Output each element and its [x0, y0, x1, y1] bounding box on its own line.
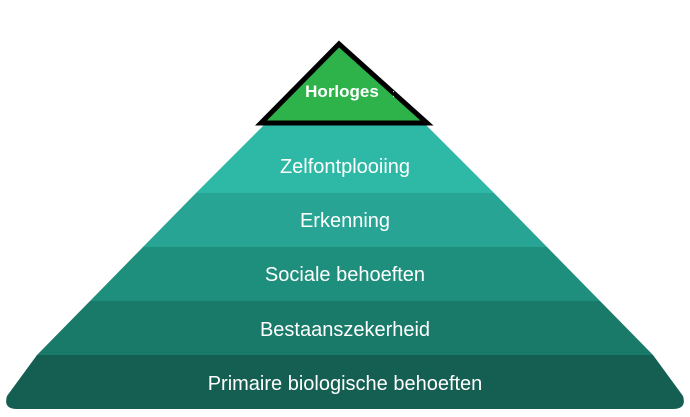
pyramid-level-bestaanszekerheid [37, 301, 653, 355]
top-label-suffix: : [392, 88, 395, 100]
pyramid-top-triangle [255, 40, 434, 126]
top-label-horloges: Horloges [305, 82, 379, 101]
level-label-bestaanszekerheid: Bestaanszekerheid [260, 319, 430, 341]
level-label-primaire-biologische-behoeften: Primaire biologische behoeften [208, 373, 483, 395]
pyramid-level-sociale-behoeften [90, 247, 600, 301]
level-label-zelfontplooiing: Zelfontplooiing [280, 156, 410, 178]
level-label-sociale-behoeften: Sociale behoeften [265, 264, 425, 286]
pyramid-level-erkenning [143, 193, 547, 247]
pyramid-level-zelfontplooiing [196, 125, 494, 193]
pyramid-level-primaire-biologische-behoeften [6, 355, 684, 409]
level-label-erkenning: Erkenning [300, 210, 390, 232]
